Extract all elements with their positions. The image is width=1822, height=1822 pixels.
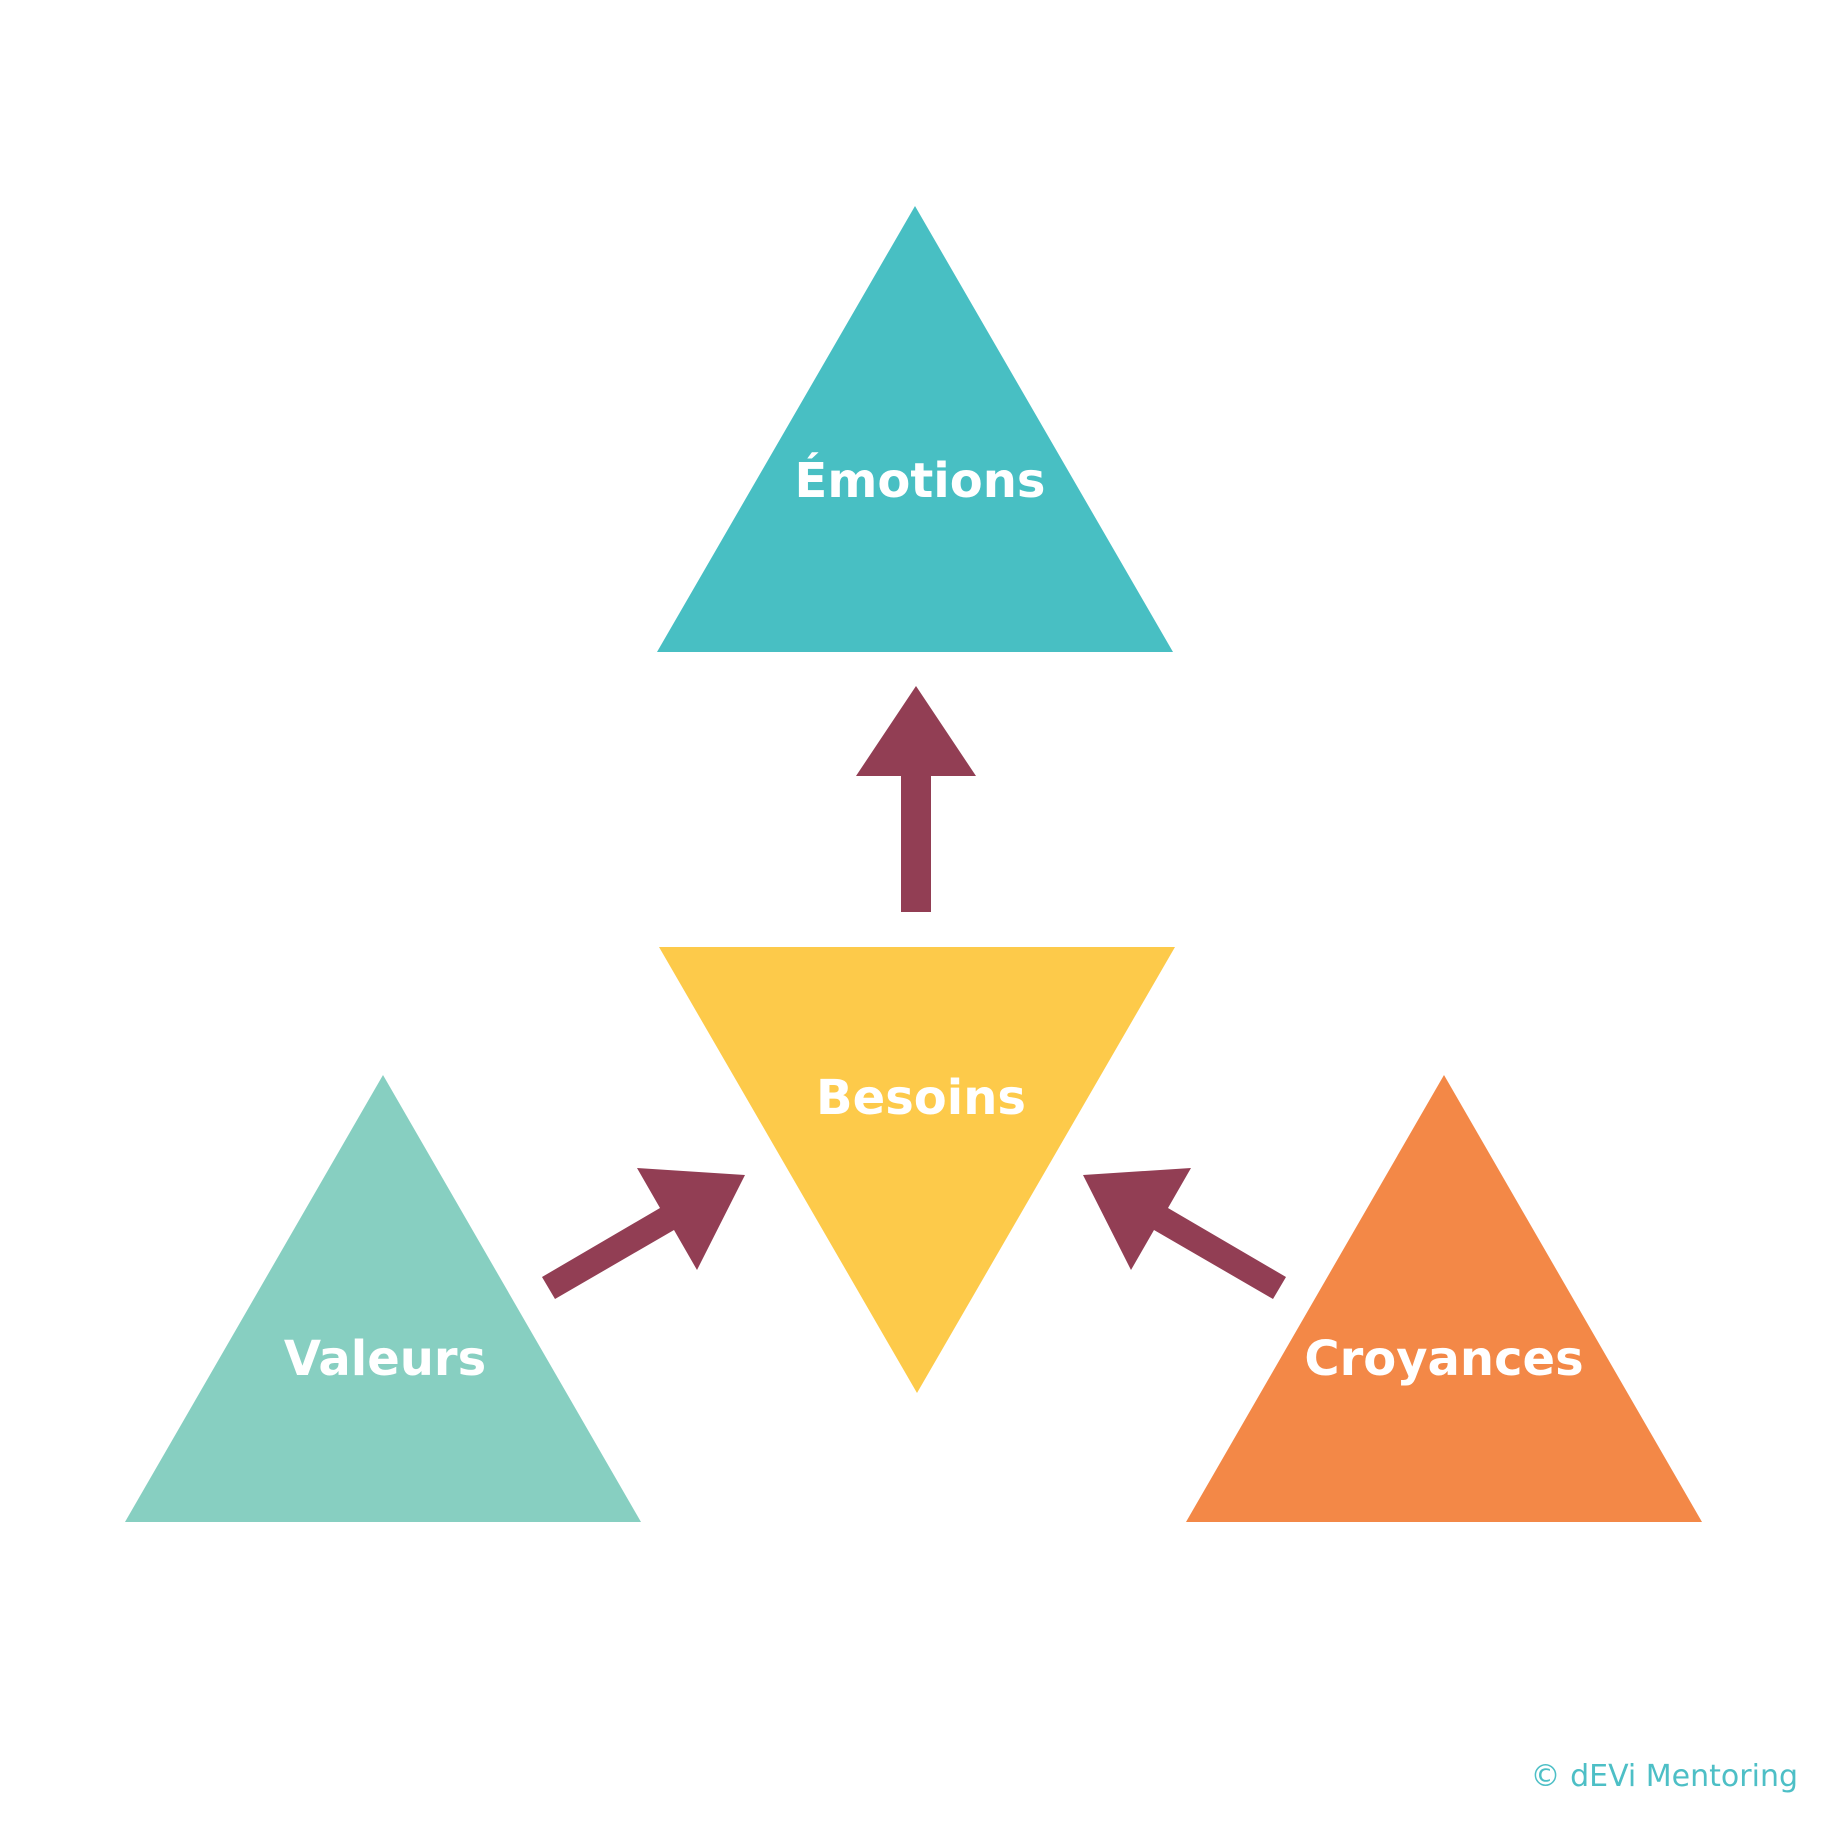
- arrow-croyances-to-besoins: [1083, 1168, 1286, 1299]
- arrow-valeurs-to-besoins: [542, 1168, 745, 1299]
- arrow-besoins-to-emotions: [856, 686, 976, 912]
- emotions-label: Émotions: [795, 452, 1046, 509]
- valeurs-label: Valeurs: [284, 1331, 486, 1387]
- emotions-triangle: [657, 206, 1173, 652]
- besoins-label: Besoins: [816, 1070, 1026, 1126]
- valeurs-triangle: [125, 1075, 641, 1522]
- besoins-triangle: [659, 947, 1175, 1393]
- copyright-text: © dEVi Mentoring: [1530, 1759, 1798, 1794]
- croyances-triangle: [1186, 1075, 1702, 1522]
- croyances-label: Croyances: [1304, 1331, 1583, 1387]
